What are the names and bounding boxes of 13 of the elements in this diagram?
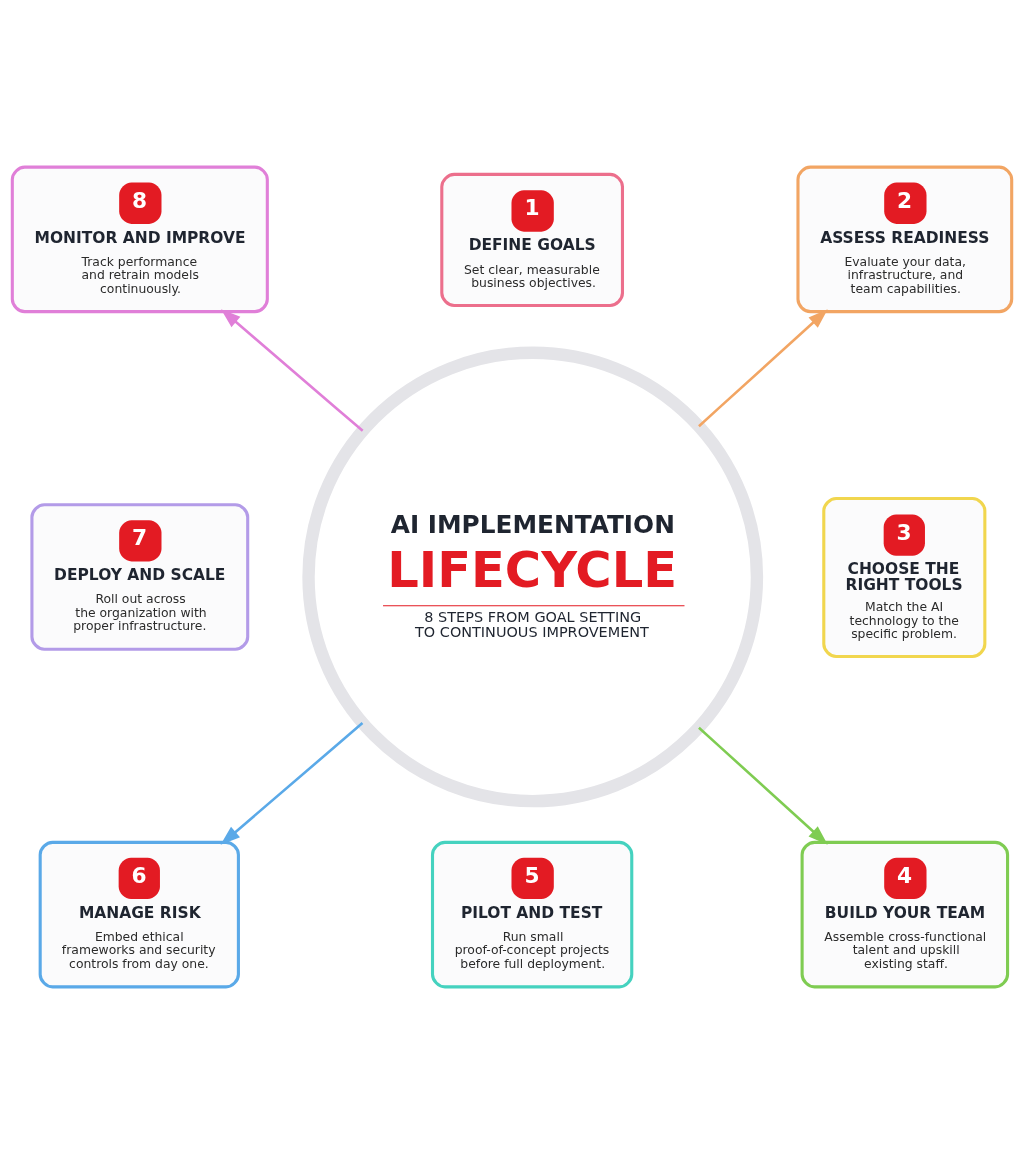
node-box: 2 ASSESS READINESS Evaluate your data, infrastructure, and team capabilities.: [796, 165, 1014, 314]
node-box: 6 MANAGE RISK Embed ethical frameworks and security controls from day one.: [38, 840, 240, 989]
arrow: [698, 309, 828, 428]
arrow: [698, 726, 828, 845]
node-box: 4 BUILD YOUR TEAM Assemble cross-functional talent and upskill existing staff.: [800, 840, 1010, 989]
node-box: 3 CHOOSE THE RIGHT TOOLS Match the AI technology to the specific problem.: [822, 497, 987, 659]
arrow: [220, 722, 364, 845]
arrow: [221, 309, 364, 432]
node-box: 1 DEFINE GOALS Set clear, measurable business objectives.: [440, 172, 624, 308]
node-circle: AI IMPLEMENTATION LIFECYCLE 8 STEPS FROM GOAL SETTING TO CONTINUOUS IMPROVEMENT: [302, 346, 764, 808]
node-box: 7 DEPLOY AND SCALE Roll out across the organization with proper infrastructure.: [30, 503, 250, 651]
node-box: 5 PILOT AND TEST Run small proof-of-concept projects before full deployment.: [430, 840, 634, 989]
node-box: 8 MONITOR AND IMPROVE Track performance and retrain models continuously.: [10, 165, 269, 314]
